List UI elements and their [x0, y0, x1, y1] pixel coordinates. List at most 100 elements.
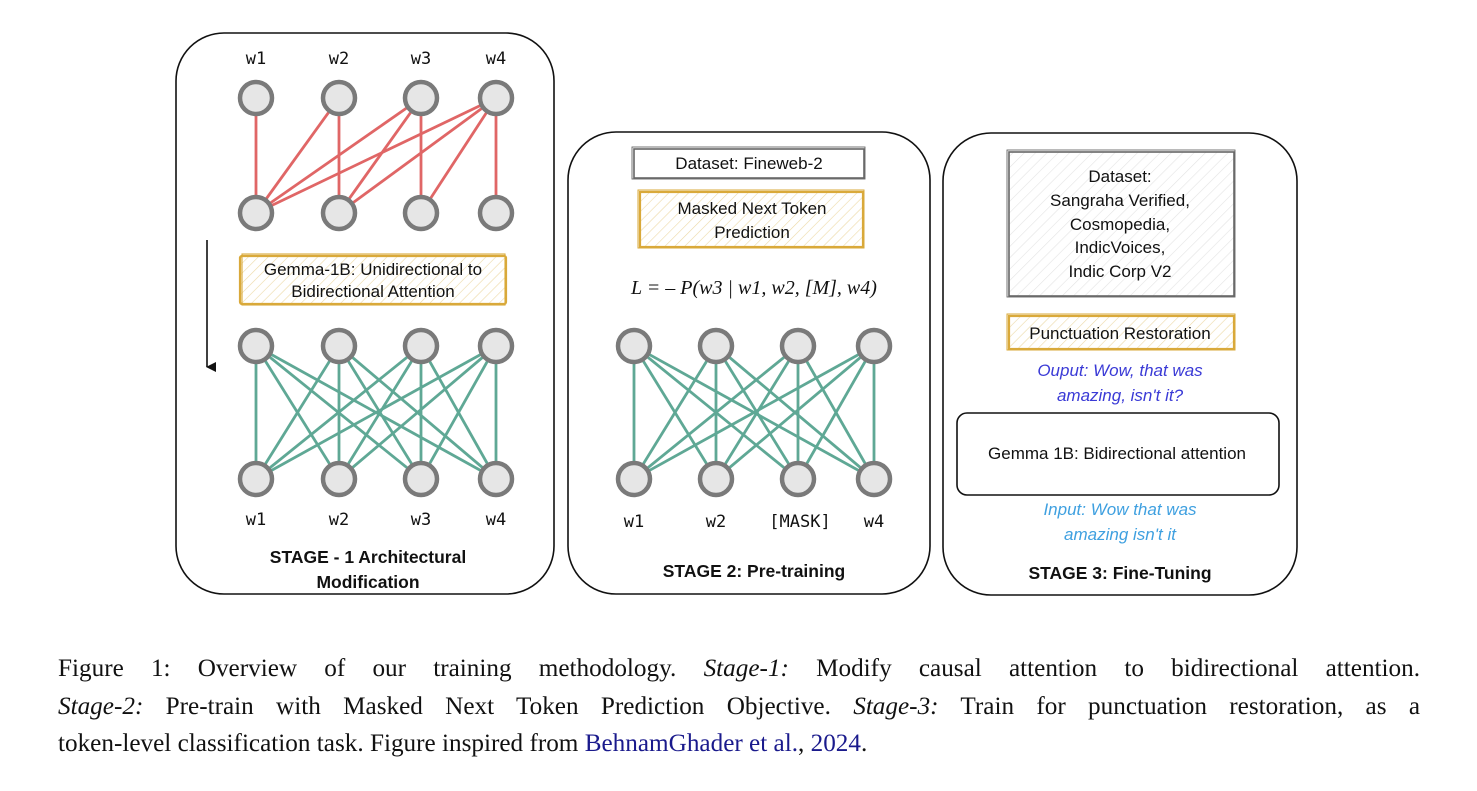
objective-box-sketch — [637, 189, 865, 249]
caption-line: token-level classification task. Figure … — [58, 725, 1420, 763]
token-node — [320, 79, 358, 117]
attention-edge — [255, 344, 422, 481]
stage3-dataset-line: IndicVoices, — [1075, 238, 1166, 257]
figure-caption: Figure 1: Overview of our training metho… — [58, 650, 1420, 763]
stage2-dataset-box: Dataset: Fineweb-2 — [631, 146, 866, 180]
bidirectional-attention-edges — [254, 344, 498, 481]
stage3-dataset-frame — [1008, 151, 1235, 297]
modification-box-frame — [238, 254, 508, 306]
task-box-frame — [1007, 314, 1236, 351]
citation-year-link[interactable]: 2024 — [810, 730, 861, 757]
token-node — [779, 327, 817, 365]
stage1-label: Stage-1: — [703, 655, 789, 682]
token-node — [477, 327, 515, 365]
attention-edge — [796, 345, 876, 480]
token-node — [855, 327, 893, 365]
attention-edge — [715, 344, 875, 481]
token-node — [320, 460, 358, 498]
token-node — [697, 460, 735, 498]
caption-intro: Overview of our training methodology. — [197, 655, 677, 682]
token-node — [615, 327, 653, 365]
modification-box-line: Gemma-1B: Unidirectional to — [264, 260, 482, 279]
token-node — [237, 327, 275, 365]
stage2-bottom-label: [MASK] — [769, 512, 830, 532]
stage2-panel: Dataset: Fineweb-2 Masked Next Token Pre… — [567, 131, 931, 595]
modification-box-line: Bidirectional Attention — [291, 282, 455, 301]
citation-comma: , — [798, 730, 811, 757]
caption-line: Figure 1: Overview of our training metho… — [58, 650, 1420, 688]
stage2-dataset-label: Dataset: Fineweb-2 — [675, 154, 822, 173]
attention-edge — [337, 345, 423, 480]
output-example-line: Ouput: Wow, that was — [1037, 361, 1203, 380]
attention-edge — [255, 96, 497, 215]
stage2-text: Pre-train with Masked Next Token Predict… — [165, 692, 831, 720]
token-node — [402, 79, 440, 117]
stage1-top-label: w1 — [246, 49, 266, 69]
figure-label: Figure 1: — [58, 655, 171, 682]
token-node — [237, 79, 275, 117]
stage1-bottom-label: w1 — [246, 510, 266, 530]
citation-authors-link[interactable]: BehnamGhader et al. — [584, 730, 799, 757]
attention-edge — [632, 345, 718, 480]
stage2-label: Stage-2: — [58, 692, 144, 720]
attention-edge — [338, 344, 497, 481]
stage3-dataset-line: Sangraha Verified, — [1050, 191, 1190, 210]
stage3-dataset-line: Indic Corp V2 — [1069, 262, 1172, 281]
token-node — [402, 460, 440, 498]
token-node — [855, 460, 893, 498]
attention-edge — [633, 344, 875, 481]
stage2-nodes — [615, 327, 893, 498]
stage1-bottom-label: w2 — [329, 510, 349, 530]
objective-line: Masked Next Token — [678, 199, 827, 218]
stage2-bottom-label: w4 — [864, 512, 884, 532]
stage3-task-box: Punctuation Restoration — [1006, 313, 1236, 351]
dataset-box-sketch — [631, 146, 866, 180]
task-box-sketch — [1006, 313, 1236, 351]
methodology-diagram: w1 w2 w3 w4 — [175, 32, 1298, 596]
stage1-top-labels: w1 w2 w3 w4 — [246, 49, 506, 69]
caption-period: . — [860, 730, 868, 757]
stage1-title-line: Modification — [316, 572, 419, 592]
modification-box-sketch — [241, 253, 506, 306]
stage1-causal-nodes — [237, 79, 515, 232]
stage2-bottom-labels: w1 w2 [MASK] w4 — [624, 512, 884, 532]
attention-edge — [419, 97, 498, 214]
stage3-dataset-sketch — [1006, 149, 1236, 298]
stage3-dataset-line: Dataset: — [1088, 167, 1151, 186]
stage2-objective-box: Masked Next Token Prediction — [637, 189, 865, 249]
model-label: Gemma 1B: Bidirectional attention — [988, 444, 1246, 463]
token-node — [477, 460, 515, 498]
stage1-title-line: STAGE - 1 Architectural — [270, 547, 466, 567]
attention-edge — [254, 345, 341, 480]
stage1-bidirectional-nodes — [237, 327, 515, 498]
stage1-bottom-labels: w1 w2 w3 w4 — [246, 510, 506, 530]
stage1-panel: w1 w2 w3 w4 — [175, 32, 555, 595]
attention-edge — [255, 344, 497, 481]
caption-line: Stage-2: Pre-train with Masked Next Toke… — [58, 688, 1420, 726]
attention-edge — [419, 345, 498, 480]
token-node — [477, 194, 515, 232]
stage3-title: STAGE 3: Fine-Tuning — [1028, 563, 1211, 583]
token-node — [320, 194, 358, 232]
task-label: Punctuation Restoration — [1029, 324, 1210, 343]
input-example-line: Input: Wow that was — [1043, 500, 1197, 519]
attention-edge — [337, 97, 423, 214]
loss-formula: L = – P(w3 | w1, w2, [M], w4) — [630, 277, 877, 299]
token-node — [615, 460, 653, 498]
stage3-label: Stage-3: — [853, 692, 939, 720]
attention-edge — [254, 97, 341, 214]
stage1-text: Modify causal attention to bidirectional… — [816, 655, 1421, 682]
stage3-dataset-line: Cosmopedia, — [1070, 215, 1170, 234]
token-node — [779, 460, 817, 498]
stage2-attention-edges — [632, 344, 876, 481]
stage3-dataset-box: Dataset: Sangraha Verified, Cosmopedia, … — [1006, 149, 1236, 298]
attention-edge — [633, 344, 799, 481]
stage1-bottom-label: w3 — [411, 510, 431, 530]
stage2-bottom-label: w1 — [624, 512, 644, 532]
stage1-bottom-label: w4 — [486, 510, 506, 530]
token-node — [477, 79, 515, 117]
token-node — [402, 194, 440, 232]
token-node — [237, 194, 275, 232]
output-example-line: amazing, isn't it? — [1057, 386, 1184, 405]
stage3-text-b: token-level classification task. Figure … — [58, 730, 579, 757]
